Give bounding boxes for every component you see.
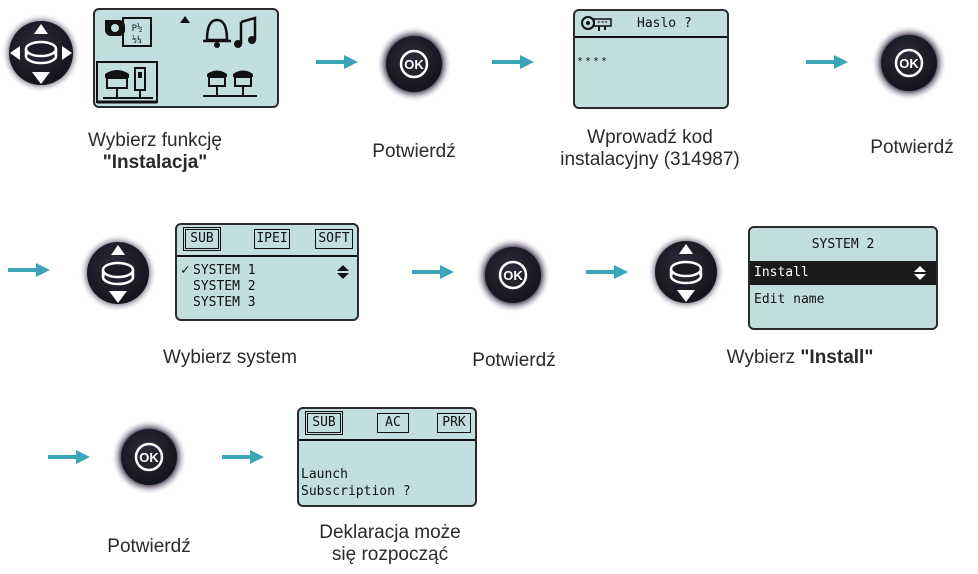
- install-row-highlight: [750, 261, 936, 285]
- contacts-icon: P½ ½¼: [105, 17, 152, 47]
- system-item: SYSTEM 1: [193, 263, 256, 278]
- ok-button-icon[interactable]: OK: [474, 236, 552, 314]
- password-title: Haslo ?: [637, 16, 692, 31]
- menu-item-edit-name: Edit name: [754, 292, 825, 307]
- system-item: SYSTEM 2: [193, 279, 256, 294]
- system-title: SYSTEM 2: [811, 237, 875, 252]
- ok-label: OK: [139, 450, 159, 465]
- bell-icon: [203, 18, 231, 48]
- installation-icon: [103, 67, 153, 99]
- tab-ipei: IPEI: [254, 229, 290, 249]
- ok-label: OK: [899, 56, 919, 71]
- caption-enter-code: Wprowadź kod instalacyjny (314987): [560, 127, 740, 170]
- scroll-updown-icon: [914, 266, 926, 280]
- ok-label: OK: [503, 268, 523, 283]
- divider: [177, 255, 357, 257]
- flow-arrow: [586, 265, 628, 279]
- caption-select-install: Wybierz "Install": [726, 347, 874, 368]
- menu-icons: P½ ½¼: [96, 16, 257, 104]
- nav-updown-button-icon[interactable]: [78, 233, 158, 313]
- subscription-screen: SUB AC PRK Launch Subscription ?: [297, 407, 477, 507]
- svg-text:***: ***: [597, 20, 608, 27]
- launch-text: Launch: [301, 467, 348, 482]
- caption-select-function: Wybierz funkcję "Instalacja": [88, 130, 222, 173]
- caption-confirm: Potwierdź: [472, 350, 556, 371]
- system-item: SYSTEM 3: [193, 295, 256, 310]
- tab-sub: SUB: [183, 227, 221, 251]
- tab-sub: SUB: [305, 411, 343, 435]
- flow-arrow: [806, 55, 848, 69]
- install-screen: SYSTEM 2 Install Edit name: [748, 226, 938, 330]
- ok-button-icon[interactable]: OK: [110, 418, 188, 496]
- flow-arrow: [8, 263, 50, 277]
- ok-button-icon[interactable]: OK: [375, 25, 453, 103]
- tab-ac: AC: [377, 413, 409, 433]
- network-icon: [203, 70, 257, 97]
- music-icon: [234, 16, 257, 48]
- divider: [299, 439, 475, 441]
- caption-confirm: Potwierdź: [107, 536, 191, 557]
- ok-label: OK: [404, 57, 424, 72]
- menu-screen: P½ ½¼: [93, 8, 279, 108]
- svg-text:P½: P½: [132, 23, 143, 34]
- nav-4way-button-icon[interactable]: [0, 12, 82, 94]
- password-value: ****: [577, 56, 610, 67]
- scroll-updown-icon: [337, 265, 349, 279]
- flow-arrow: [316, 55, 358, 69]
- caption-select-system: Wybierz system: [163, 347, 297, 368]
- system-select-screen: SUB IPEI SOFT ✓ SYSTEM 1 SYSTEM 2 SYSTEM…: [175, 223, 359, 321]
- menu-item-install: Install: [754, 265, 809, 280]
- caption-confirm: Potwierdź: [372, 141, 456, 162]
- svg-text:½¼: ½¼: [132, 34, 142, 44]
- key-icon: ***: [581, 16, 612, 31]
- flow-arrow: [48, 450, 90, 464]
- flow-arrow: [222, 450, 264, 464]
- caption-declaration: Deklaracja może się rozpocząć: [319, 522, 461, 565]
- flow-arrow: [492, 55, 534, 69]
- flow-arrow: [412, 265, 454, 279]
- tab-prk: PRK: [437, 413, 471, 433]
- password-screen: *** Haslo ? ****: [573, 9, 729, 109]
- check-mark-icon: ✓: [181, 262, 190, 278]
- divider: [575, 36, 727, 38]
- nav-updown-button-icon[interactable]: [646, 232, 726, 312]
- caption-confirm: Potwierdź: [870, 137, 954, 158]
- subscription-text: Subscription ?: [301, 484, 411, 499]
- tab-soft: SOFT: [315, 229, 353, 249]
- ok-button-icon[interactable]: OK: [870, 24, 948, 102]
